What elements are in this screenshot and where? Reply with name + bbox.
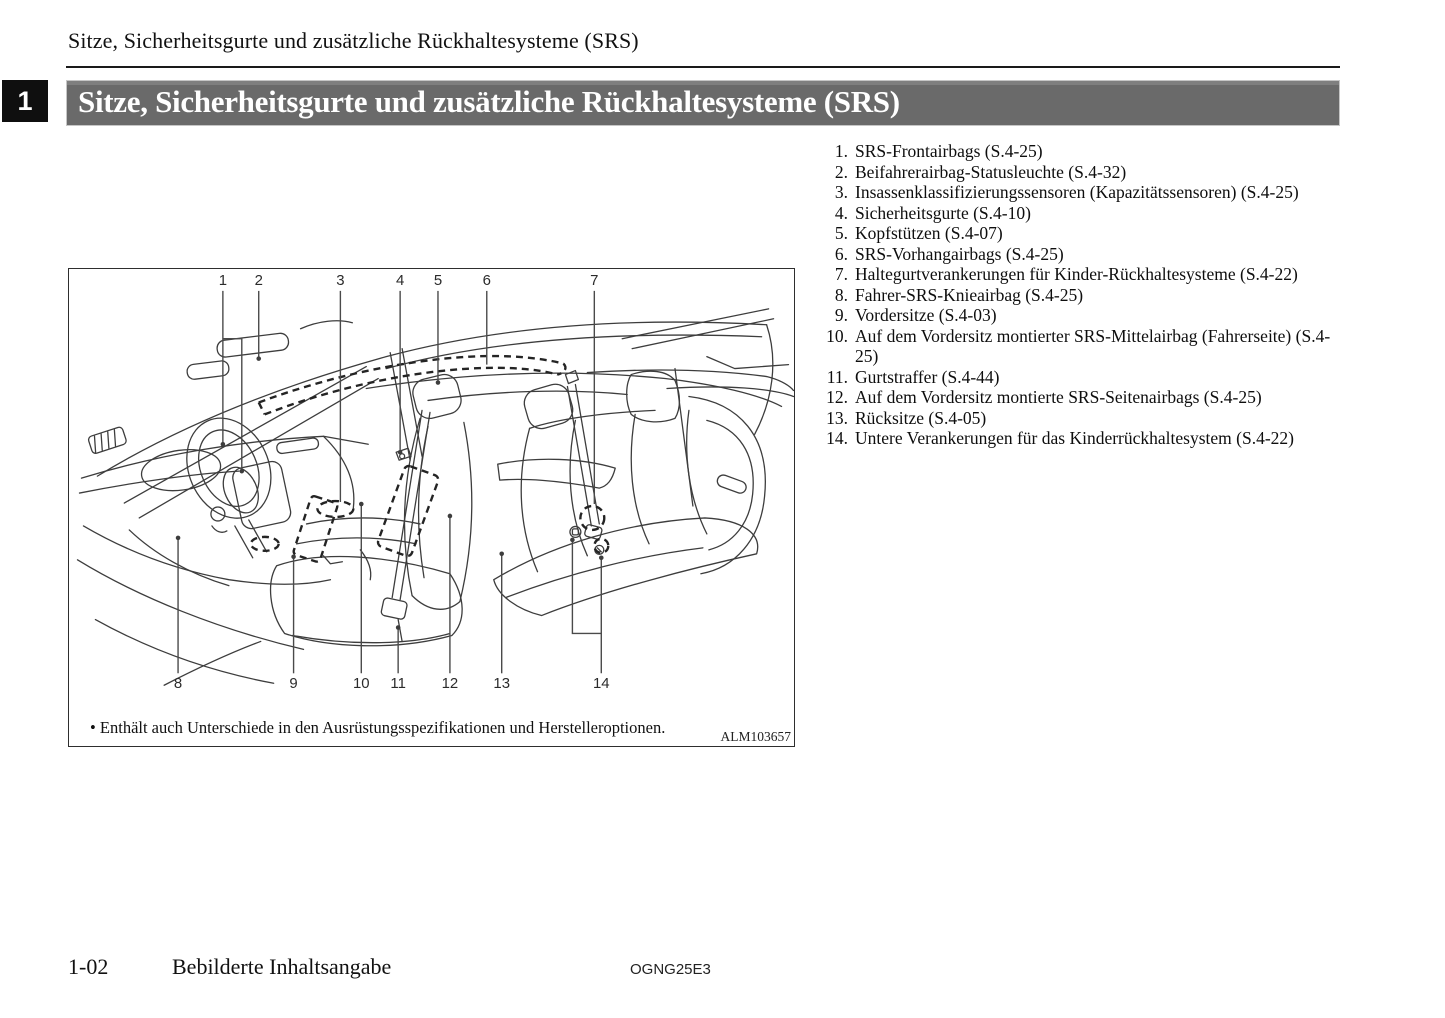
legend-item-number: 5. — [834, 223, 848, 243]
legend-item-number: 1. — [834, 141, 848, 161]
legend-item: 14. Untere Verankerungen für das Kinderrü… — [818, 428, 1342, 449]
running-header: Sitze, Sicherheitsgurte und zusätzliche … — [68, 28, 639, 53]
legend-item-text: Auf dem Vordersitz montierte SRS-Seitena… — [855, 387, 1262, 407]
legend-item: 3. Insassenklassifizierungssensoren (Kapa… — [818, 182, 1342, 203]
legend-item-number: 7. — [834, 264, 848, 284]
legend-item: 4. Sicherheitsgurte (S.4-10) — [818, 203, 1342, 224]
callout-number: 13 — [493, 675, 510, 692]
callout-number: 12 — [442, 675, 459, 692]
legend-item-number: 3. — [834, 182, 848, 202]
legend-item-text: Rücksitze (S.4-05) — [855, 407, 987, 428]
legend-item: 5. Kopfstützen (S.4-07) — [818, 223, 1342, 244]
legend-item: 8. Fahrer-SRS-Knieairbag (S.4-25) — [818, 285, 1342, 306]
callout-number: 6 — [483, 272, 491, 289]
legend-item-number: 4. — [834, 202, 848, 223]
legend-item-number: 8. — [834, 284, 848, 305]
callout-number: 5 — [434, 272, 442, 289]
footer-section-title: Bebilderte Inhaltsangabe — [172, 954, 392, 979]
legend-item-number: 13. — [826, 407, 848, 428]
legend-item: 12. Auf dem Vordersitz montierte SRS-Seit… — [818, 387, 1342, 408]
legend-item-text: Haltegurtverankerungen für Kinder-Rückha… — [855, 264, 1298, 284]
callout-number: 4 — [396, 272, 404, 289]
legend-item-number: 9. — [834, 305, 848, 325]
callout-number: 11 — [390, 675, 406, 692]
legend-item-number: 12. — [826, 387, 848, 407]
airbag-dashed-outlines — [249, 354, 610, 563]
car-sketch — [76, 308, 794, 686]
legend-item-number: 2. — [834, 161, 848, 182]
legend-item-text: Fahrer-SRS-Knieairbag (S.4-25) — [855, 284, 1084, 305]
legend-item-text: SRS-Frontairbags (S.4-25) — [855, 141, 1043, 161]
callout-number: 8 — [174, 675, 182, 692]
header-rule — [66, 66, 1340, 68]
figure-note: • Enthält auch Unterschiede in den Ausrü… — [90, 718, 666, 737]
legend-item-text: Kopfstützen (S.4-07) — [855, 223, 1003, 243]
legend-item: 11. Gurtstraffer (S.4-44) — [818, 367, 1342, 388]
legend-item-text: Untere Verankerungen für das Kinderrückh… — [855, 428, 1294, 448]
legend-item-text: Insassenklassifizierungssensoren (Kapazi… — [855, 182, 1299, 202]
legend-list: 1. SRS-Frontairbags (S.4-25) 2. Beifahrerai… — [818, 141, 1342, 449]
footer-page-number: 1-02 — [68, 954, 109, 979]
callout-endpoint-dots — [175, 356, 604, 630]
legend-item-number: 11. — [826, 366, 848, 387]
legend-item: 2. Beifahrerairbag-Statusleuchte (S.4-32) — [818, 162, 1342, 183]
callout-number: 3 — [336, 272, 344, 289]
legend-item-number: 14. — [826, 428, 848, 448]
callout-lines — [177, 290, 602, 674]
chapter-tab: 1 — [2, 80, 48, 122]
legend-item: 1. SRS-Frontairbags (S.4-25) — [818, 141, 1342, 162]
legend-item-number: 10. — [826, 325, 848, 346]
legend-item: 13. Rücksitze (S.4-05) — [818, 408, 1342, 429]
legend-item-text: Beifahrerairbag-Statusleuchte (S.4-32) — [855, 161, 1127, 182]
legend-item: 9. Vordersitze (S.4-03) — [818, 305, 1342, 326]
callout-number: 2 — [255, 272, 263, 289]
callout-number: 14 — [593, 675, 610, 692]
callout-number: 10 — [353, 675, 370, 692]
legend-item: 10. Auf dem Vordersitz montierter SRS-Mit… — [818, 326, 1342, 367]
footer-doc-code: OGNG25E3 — [630, 961, 711, 978]
legend-item-text: Gurtstraffer (S.4-44) — [855, 366, 1000, 387]
legend-item-text: Auf dem Vordersitz montierter SRS-Mittel… — [855, 325, 1331, 367]
legend-item: 7. Haltegurtverankerungen für Kinder-Rück… — [818, 264, 1342, 285]
legend-item: 6. SRS-Vorhangairbags (S.4-25) — [818, 244, 1342, 265]
figure-image-code: ALM103657 — [720, 729, 792, 744]
legend-item-text: Sicherheitsgurte (S.4-10) — [855, 202, 1031, 223]
legend-item-text: Vordersitze (S.4-03) — [855, 305, 997, 325]
callout-number: 7 — [590, 272, 598, 289]
legend-item-number: 6. — [834, 243, 848, 264]
callout-number: 9 — [289, 675, 297, 692]
callout-number: 1 — [219, 272, 227, 289]
section-banner: Sitze, Sicherheitsgurte und zusätzliche … — [66, 80, 1340, 126]
legend-item-text: SRS-Vorhangairbags (S.4-25) — [855, 243, 1064, 264]
